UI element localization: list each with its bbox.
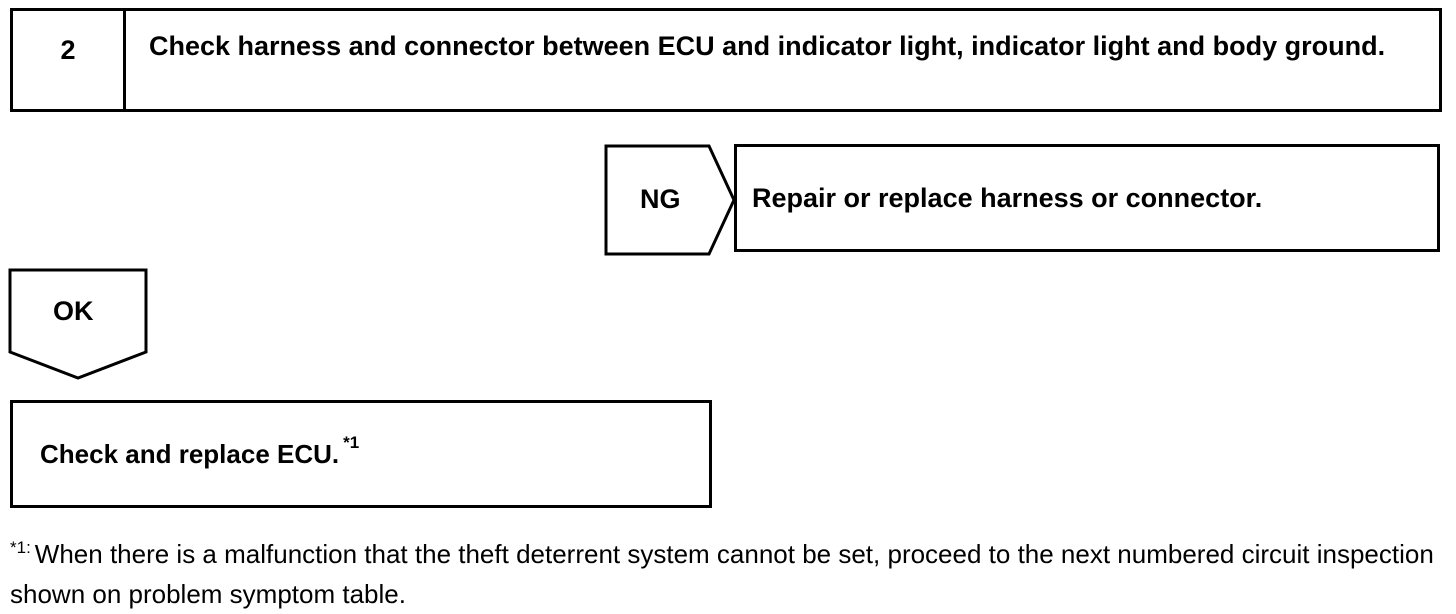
ok-action-ref: *1 — [343, 433, 360, 452]
ng-action-box: Repair or replace harness or connector. — [734, 144, 1440, 252]
ok-label: OK — [53, 296, 94, 326]
ng-badge: NG — [604, 144, 736, 256]
ng-action-text: Repair or replace harness or connector. — [752, 182, 1263, 213]
step-number: 2 — [13, 11, 126, 109]
step-title: Check harness and connector between ECU … — [149, 31, 1386, 61]
ok-action-box: Check and replace ECU. *1 — [10, 400, 712, 508]
step-header-box: 2 Check harness and connector between EC… — [10, 8, 1442, 112]
ok-badge: OK — [8, 268, 148, 380]
ng-label: NG — [640, 184, 681, 214]
footnote-text: When there is a malfunction that the the… — [10, 539, 1434, 609]
ok-arrow-shape — [8, 268, 148, 380]
ok-action-text: Check and replace ECU. — [40, 438, 340, 469]
ng-arrow-shape — [604, 144, 736, 256]
footnote: *1:When there is a malfunction that the … — [10, 536, 1450, 612]
footnote-mark: *1: — [10, 538, 31, 557]
